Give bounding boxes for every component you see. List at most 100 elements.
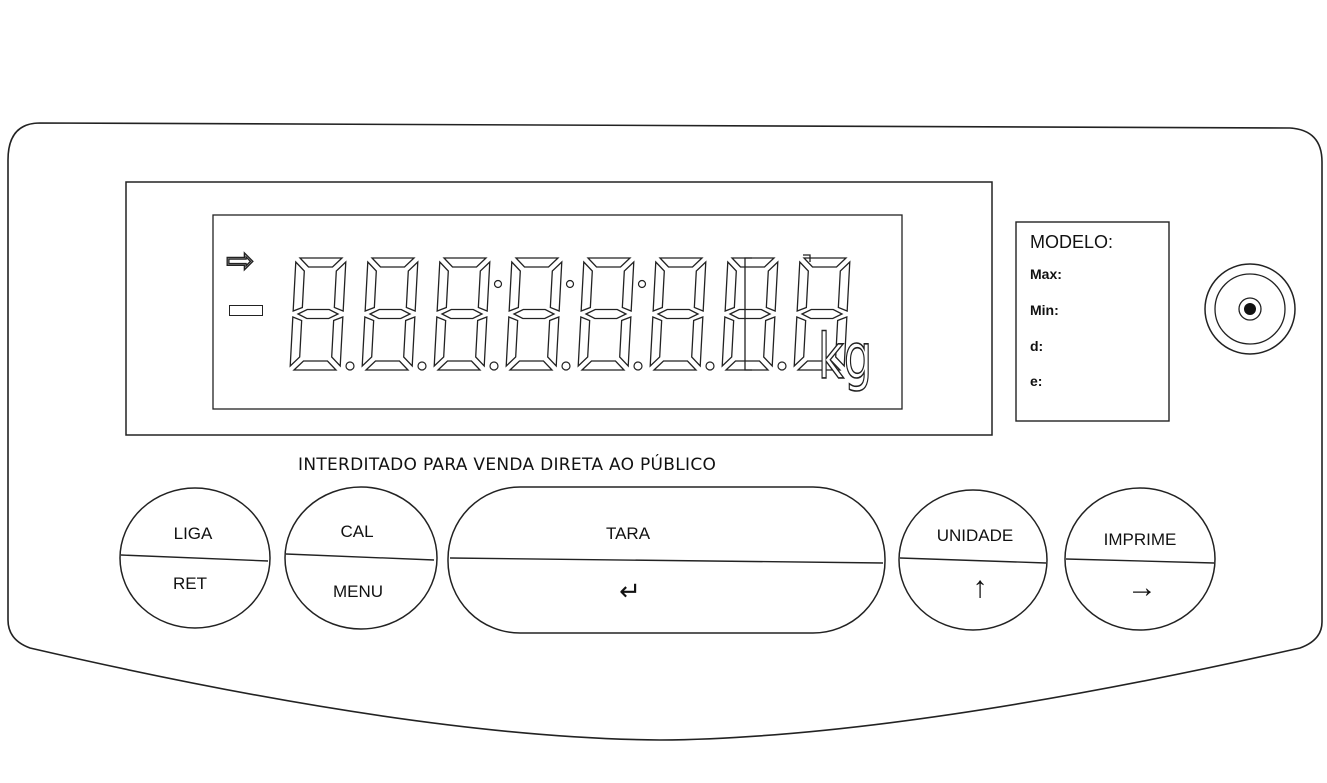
tare-button-shape [447, 486, 886, 634]
segment-g [584, 308, 628, 320]
segment-b [477, 260, 491, 312]
colon-dot [637, 279, 647, 289]
segment-b [693, 260, 707, 312]
segment-f [436, 260, 449, 312]
unit-button[interactable] [899, 490, 1047, 630]
segment-d [796, 360, 842, 371]
segment-a [514, 257, 560, 268]
segment-c [331, 316, 344, 368]
unit-button-top-label: UNIDADE [936, 526, 1014, 545]
segment-b [333, 260, 347, 312]
print-button-top-label: IMPRIME [1103, 530, 1177, 549]
segment-e [649, 316, 663, 368]
segment-d [364, 360, 410, 371]
model-plate [1015, 221, 1170, 422]
print-button[interactable] [1065, 488, 1215, 630]
enter-icon: ↵ [619, 576, 641, 606]
e-label: e: [1030, 373, 1043, 389]
segment-g [512, 308, 556, 320]
digit-5 [577, 257, 647, 371]
power-button-bottom-label: RET [173, 574, 207, 593]
segment-g [296, 308, 340, 320]
segment-e [577, 316, 591, 368]
colon-dot [565, 279, 575, 289]
segment-c [691, 316, 704, 368]
segment-b [405, 260, 419, 312]
segment-c [619, 316, 632, 368]
segment-a [298, 257, 344, 268]
colon-dot [493, 279, 503, 289]
decimal-point [417, 361, 427, 371]
digit-2 [361, 257, 427, 371]
print-button-shape [1064, 487, 1216, 631]
segment-e [361, 316, 375, 368]
segment-c [763, 316, 776, 368]
segment-b [837, 260, 851, 312]
segment-g [368, 308, 412, 320]
sale-restriction-notice: INTERDITADO PARA VENDA DIRETA AO PÚBLICO [298, 455, 717, 475]
segment-a [658, 257, 704, 268]
indicator-arrow-icon: ⇨ [225, 242, 255, 280]
decimal-point [561, 361, 571, 371]
segment-a [802, 257, 848, 268]
power-button[interactable] [120, 488, 270, 628]
segment-a [370, 257, 416, 268]
segment-d [580, 360, 626, 371]
decimal-point [705, 361, 715, 371]
display-unit: kg [817, 320, 873, 393]
digit-1 [289, 257, 355, 371]
decimal-point [489, 361, 499, 371]
segment-c [475, 316, 488, 368]
segment-e [721, 316, 735, 368]
indicator-bar-icon [229, 305, 263, 316]
segment-a [730, 257, 776, 268]
level-bubble-icon [1204, 263, 1296, 355]
segment-a [586, 257, 632, 268]
display-window-inner [212, 214, 903, 410]
segment-d [292, 360, 338, 371]
unit-button-shape [898, 489, 1048, 631]
segment-e [433, 316, 447, 368]
segment-b [549, 260, 563, 312]
segment-f [364, 260, 377, 312]
segment-a [442, 257, 488, 268]
cal-button[interactable] [285, 487, 437, 629]
cal-button-bottom-label: MENU [332, 582, 384, 601]
last-digit-bracket [744, 257, 752, 371]
decimal-point [777, 361, 787, 371]
segment-g [800, 308, 844, 320]
digit-3 [433, 257, 503, 371]
segment-d [724, 360, 770, 371]
segment-b [621, 260, 635, 312]
segment-b [765, 260, 779, 312]
tare-button[interactable] [448, 487, 885, 633]
segment-g [656, 308, 700, 320]
digit-7 [721, 257, 787, 371]
decimal-point [633, 361, 643, 371]
cal-button-shape [284, 486, 438, 630]
segment-c [547, 316, 560, 368]
segment-e [505, 316, 519, 368]
segment-f [508, 260, 521, 312]
segment-d [436, 360, 482, 371]
d-label: d: [1030, 338, 1044, 354]
segment-c [403, 316, 416, 368]
power-button-top-label: LIGA [173, 524, 213, 543]
model-label: MODELO: [1030, 232, 1114, 252]
max-label: Max: [1030, 266, 1062, 282]
segment-e [793, 316, 807, 368]
segment-g [728, 308, 772, 320]
segment-f [292, 260, 305, 312]
digit-8 [793, 257, 851, 371]
tare-button-top-label: TARA [605, 524, 651, 543]
min-label: Min: [1030, 302, 1059, 318]
up-arrow-icon: ↑ [972, 571, 988, 604]
digit-6 [649, 257, 715, 371]
cal-button-top-label: CAL [340, 522, 374, 541]
segment-f [724, 260, 737, 312]
power-button-shape [119, 487, 271, 629]
last-digit-bracket-right [803, 254, 811, 262]
segment-d [652, 360, 698, 371]
right-arrow-icon: → [1127, 571, 1157, 604]
segment-d [508, 360, 554, 371]
